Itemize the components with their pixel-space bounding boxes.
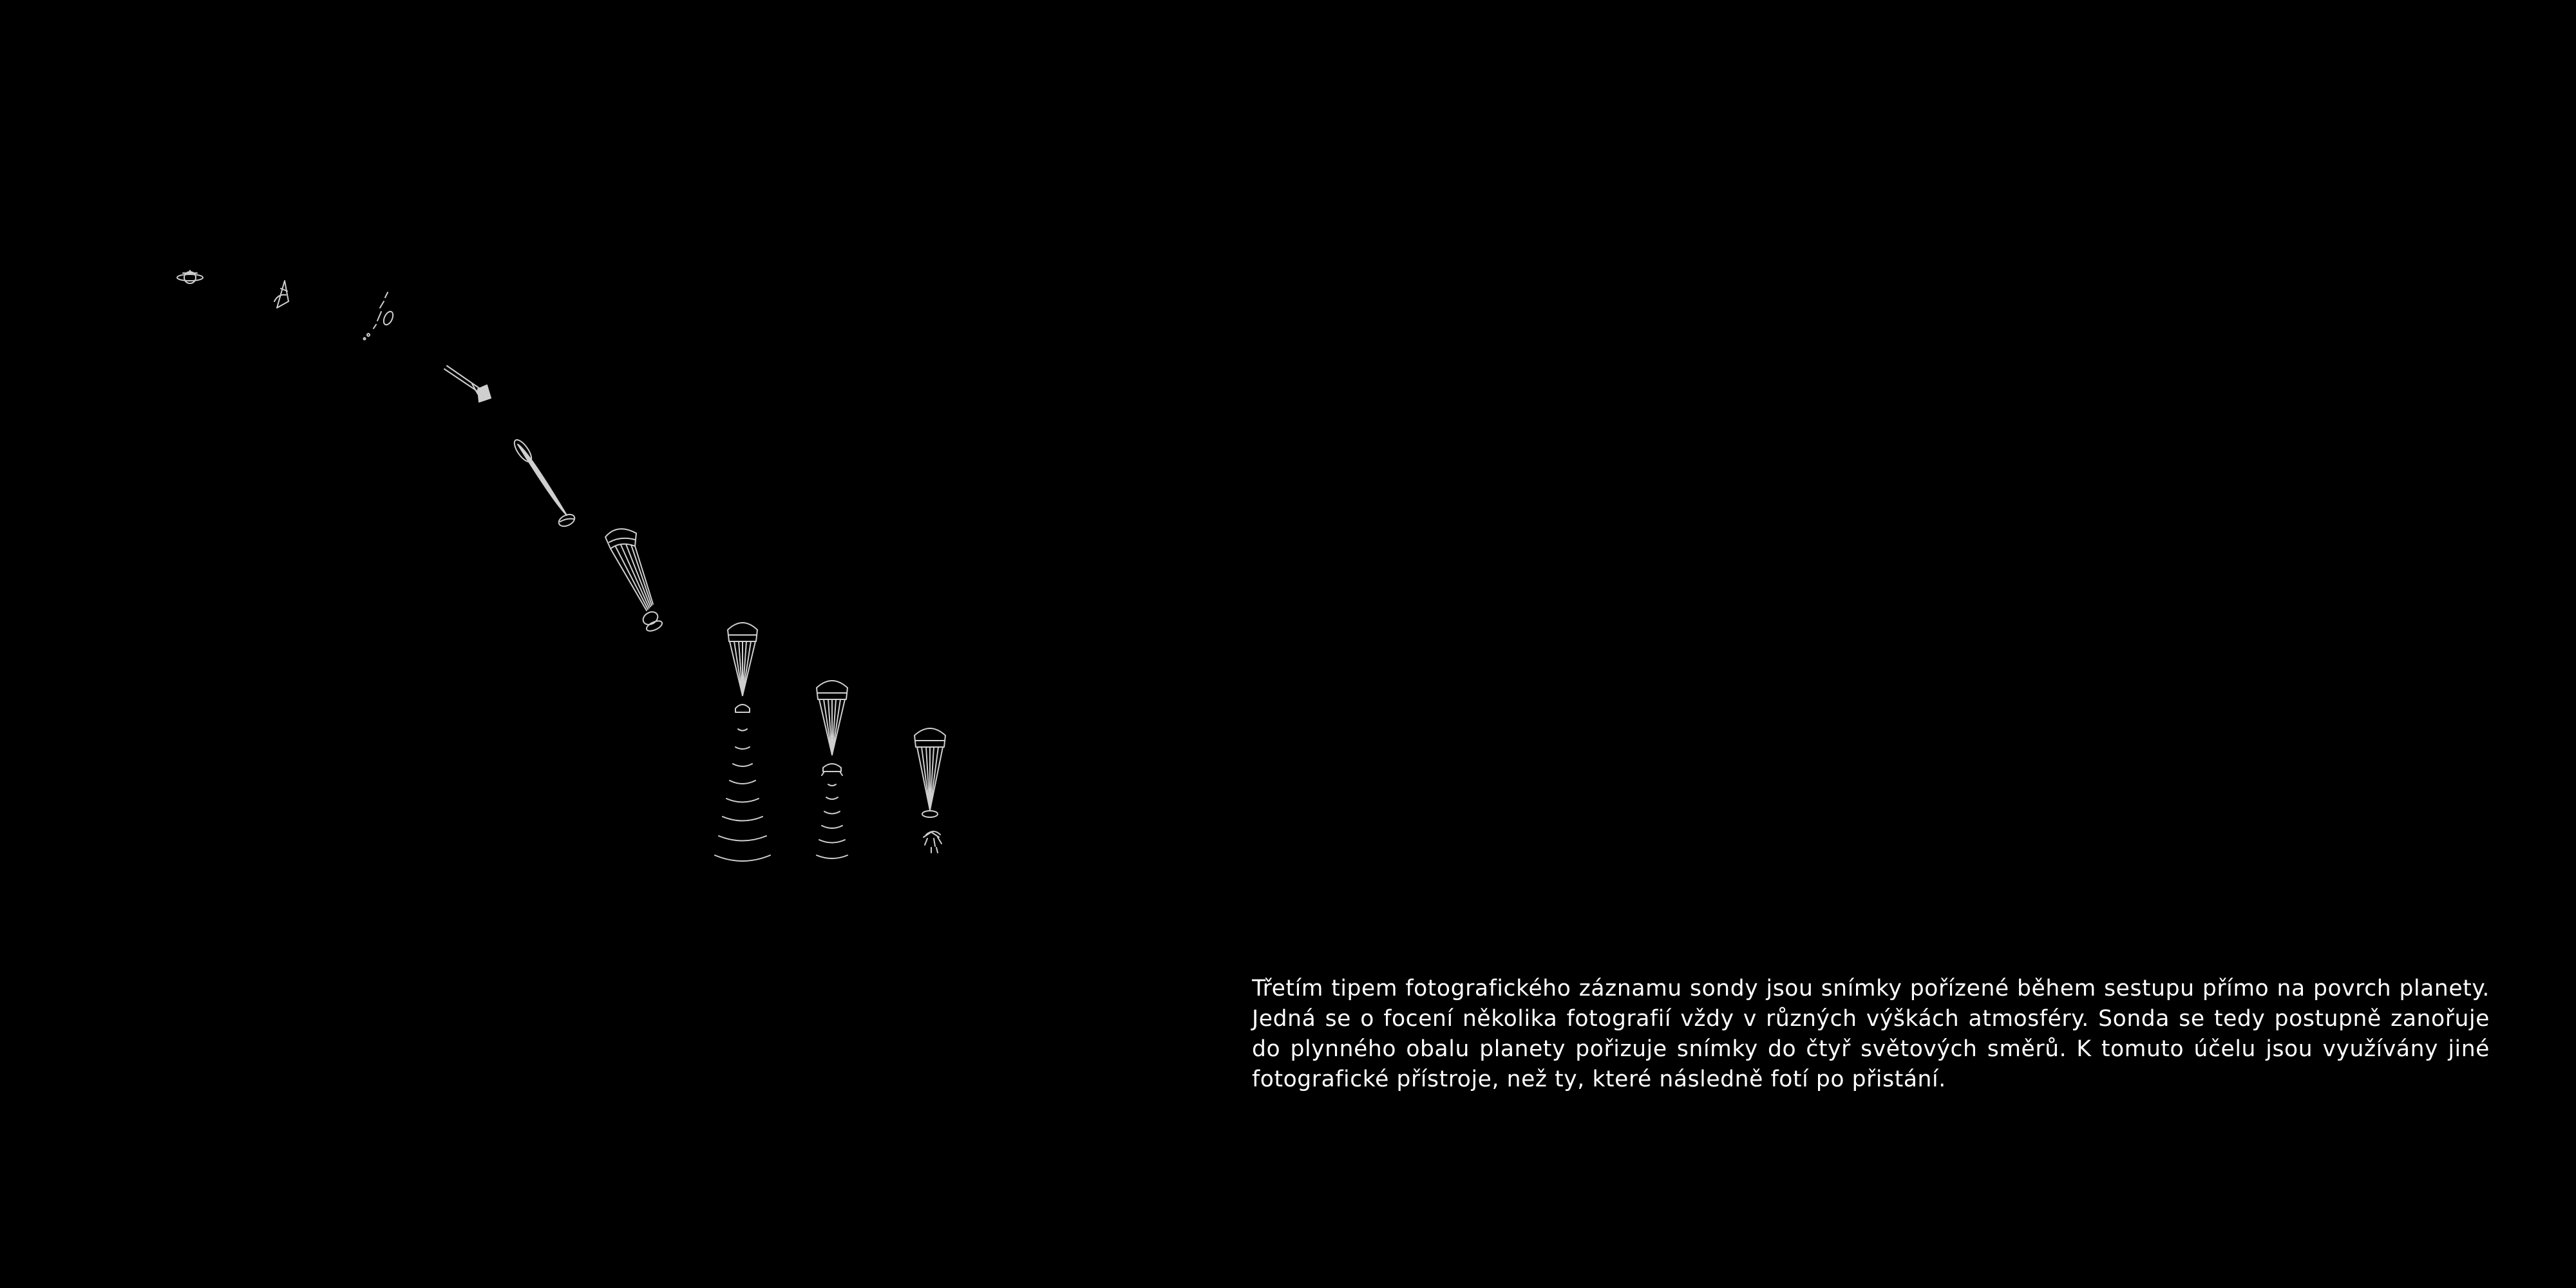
parachute-sensor-icon <box>714 622 771 862</box>
parachute-sensor-icon <box>816 680 848 859</box>
probe-separation-icon <box>274 280 289 308</box>
entry-heat-icon <box>513 439 576 527</box>
lander-landing-icon <box>914 728 946 853</box>
description-paragraph: Třetím tipem fotografického záznamu sond… <box>1252 976 2490 1092</box>
debris-icon <box>363 292 394 341</box>
entry-capsule-icon <box>444 365 491 402</box>
spacecraft-icon <box>176 270 204 284</box>
parachute-icon <box>605 528 663 632</box>
